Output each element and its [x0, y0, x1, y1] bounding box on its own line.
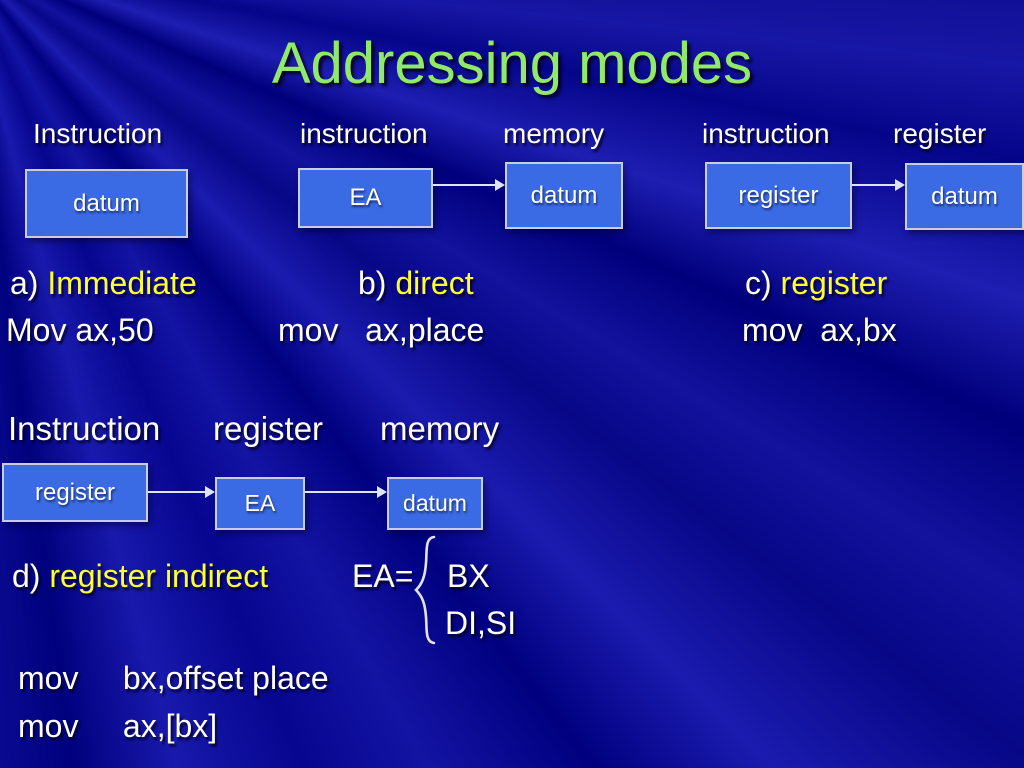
mode-b-caption: b) direct [358, 265, 474, 302]
left-brace-icon [413, 534, 437, 651]
row1-label-instruction-c: instruction [702, 118, 830, 149]
mode-d-caption: d) register indirect [12, 558, 268, 595]
mode-a-caption: a) Immediate [10, 265, 197, 302]
box-direct-datum: datum [505, 162, 623, 229]
ea-option-disi: DI,SI [445, 605, 517, 641]
mode-b-name: direct [395, 265, 474, 301]
mode-a-name: Immediate [47, 265, 197, 301]
mode-c-prefix: c) [745, 265, 781, 301]
sec2-label-instruction: Instruction [8, 410, 161, 447]
mode-b-code: mov ax,place [278, 312, 485, 348]
box-indirect-register: register [2, 463, 148, 522]
slide-title: Addressing modes [271, 31, 753, 96]
box-register: register [705, 162, 852, 229]
box-register-datum: datum [905, 163, 1024, 230]
indirect-code-line1: mov bx,offset place [18, 660, 329, 696]
box-immediate-datum: datum [25, 169, 188, 238]
row1-label-instruction-a: Instruction [33, 118, 163, 149]
ea-option-bx: BX [447, 558, 490, 594]
row1-label-instruction-b: instruction [300, 118, 428, 149]
box-direct-ea: EA [298, 168, 433, 228]
mode-c-name: register [780, 265, 888, 301]
arrow-ea-to-datum-icon [433, 179, 505, 191]
row1-label-memory: memory [503, 118, 605, 149]
arrow-register-to-datum-icon [852, 179, 905, 191]
arrow-ea-to-datum2-icon [305, 486, 387, 498]
mode-b-prefix: b) [358, 265, 396, 301]
row1-label-register: register [893, 118, 987, 149]
mode-d-prefix: d) [12, 558, 50, 594]
ea-equals-label: EA= [352, 558, 414, 594]
mode-a-prefix: a) [10, 265, 48, 301]
mode-d-name: register indirect [49, 558, 269, 594]
sec2-label-register: register [213, 410, 324, 447]
box-indirect-ea: EA [215, 477, 305, 530]
sec2-label-memory: memory [380, 410, 500, 447]
indirect-code-line2: mov ax,[bx] [18, 708, 218, 744]
box-indirect-datum: datum [387, 477, 483, 530]
mode-c-code: mov ax,bx [742, 312, 897, 348]
mode-a-code: Mov ax,50 [6, 312, 154, 348]
mode-c-caption: c) register [745, 265, 887, 302]
arrow-register-to-ea-icon [148, 486, 215, 498]
